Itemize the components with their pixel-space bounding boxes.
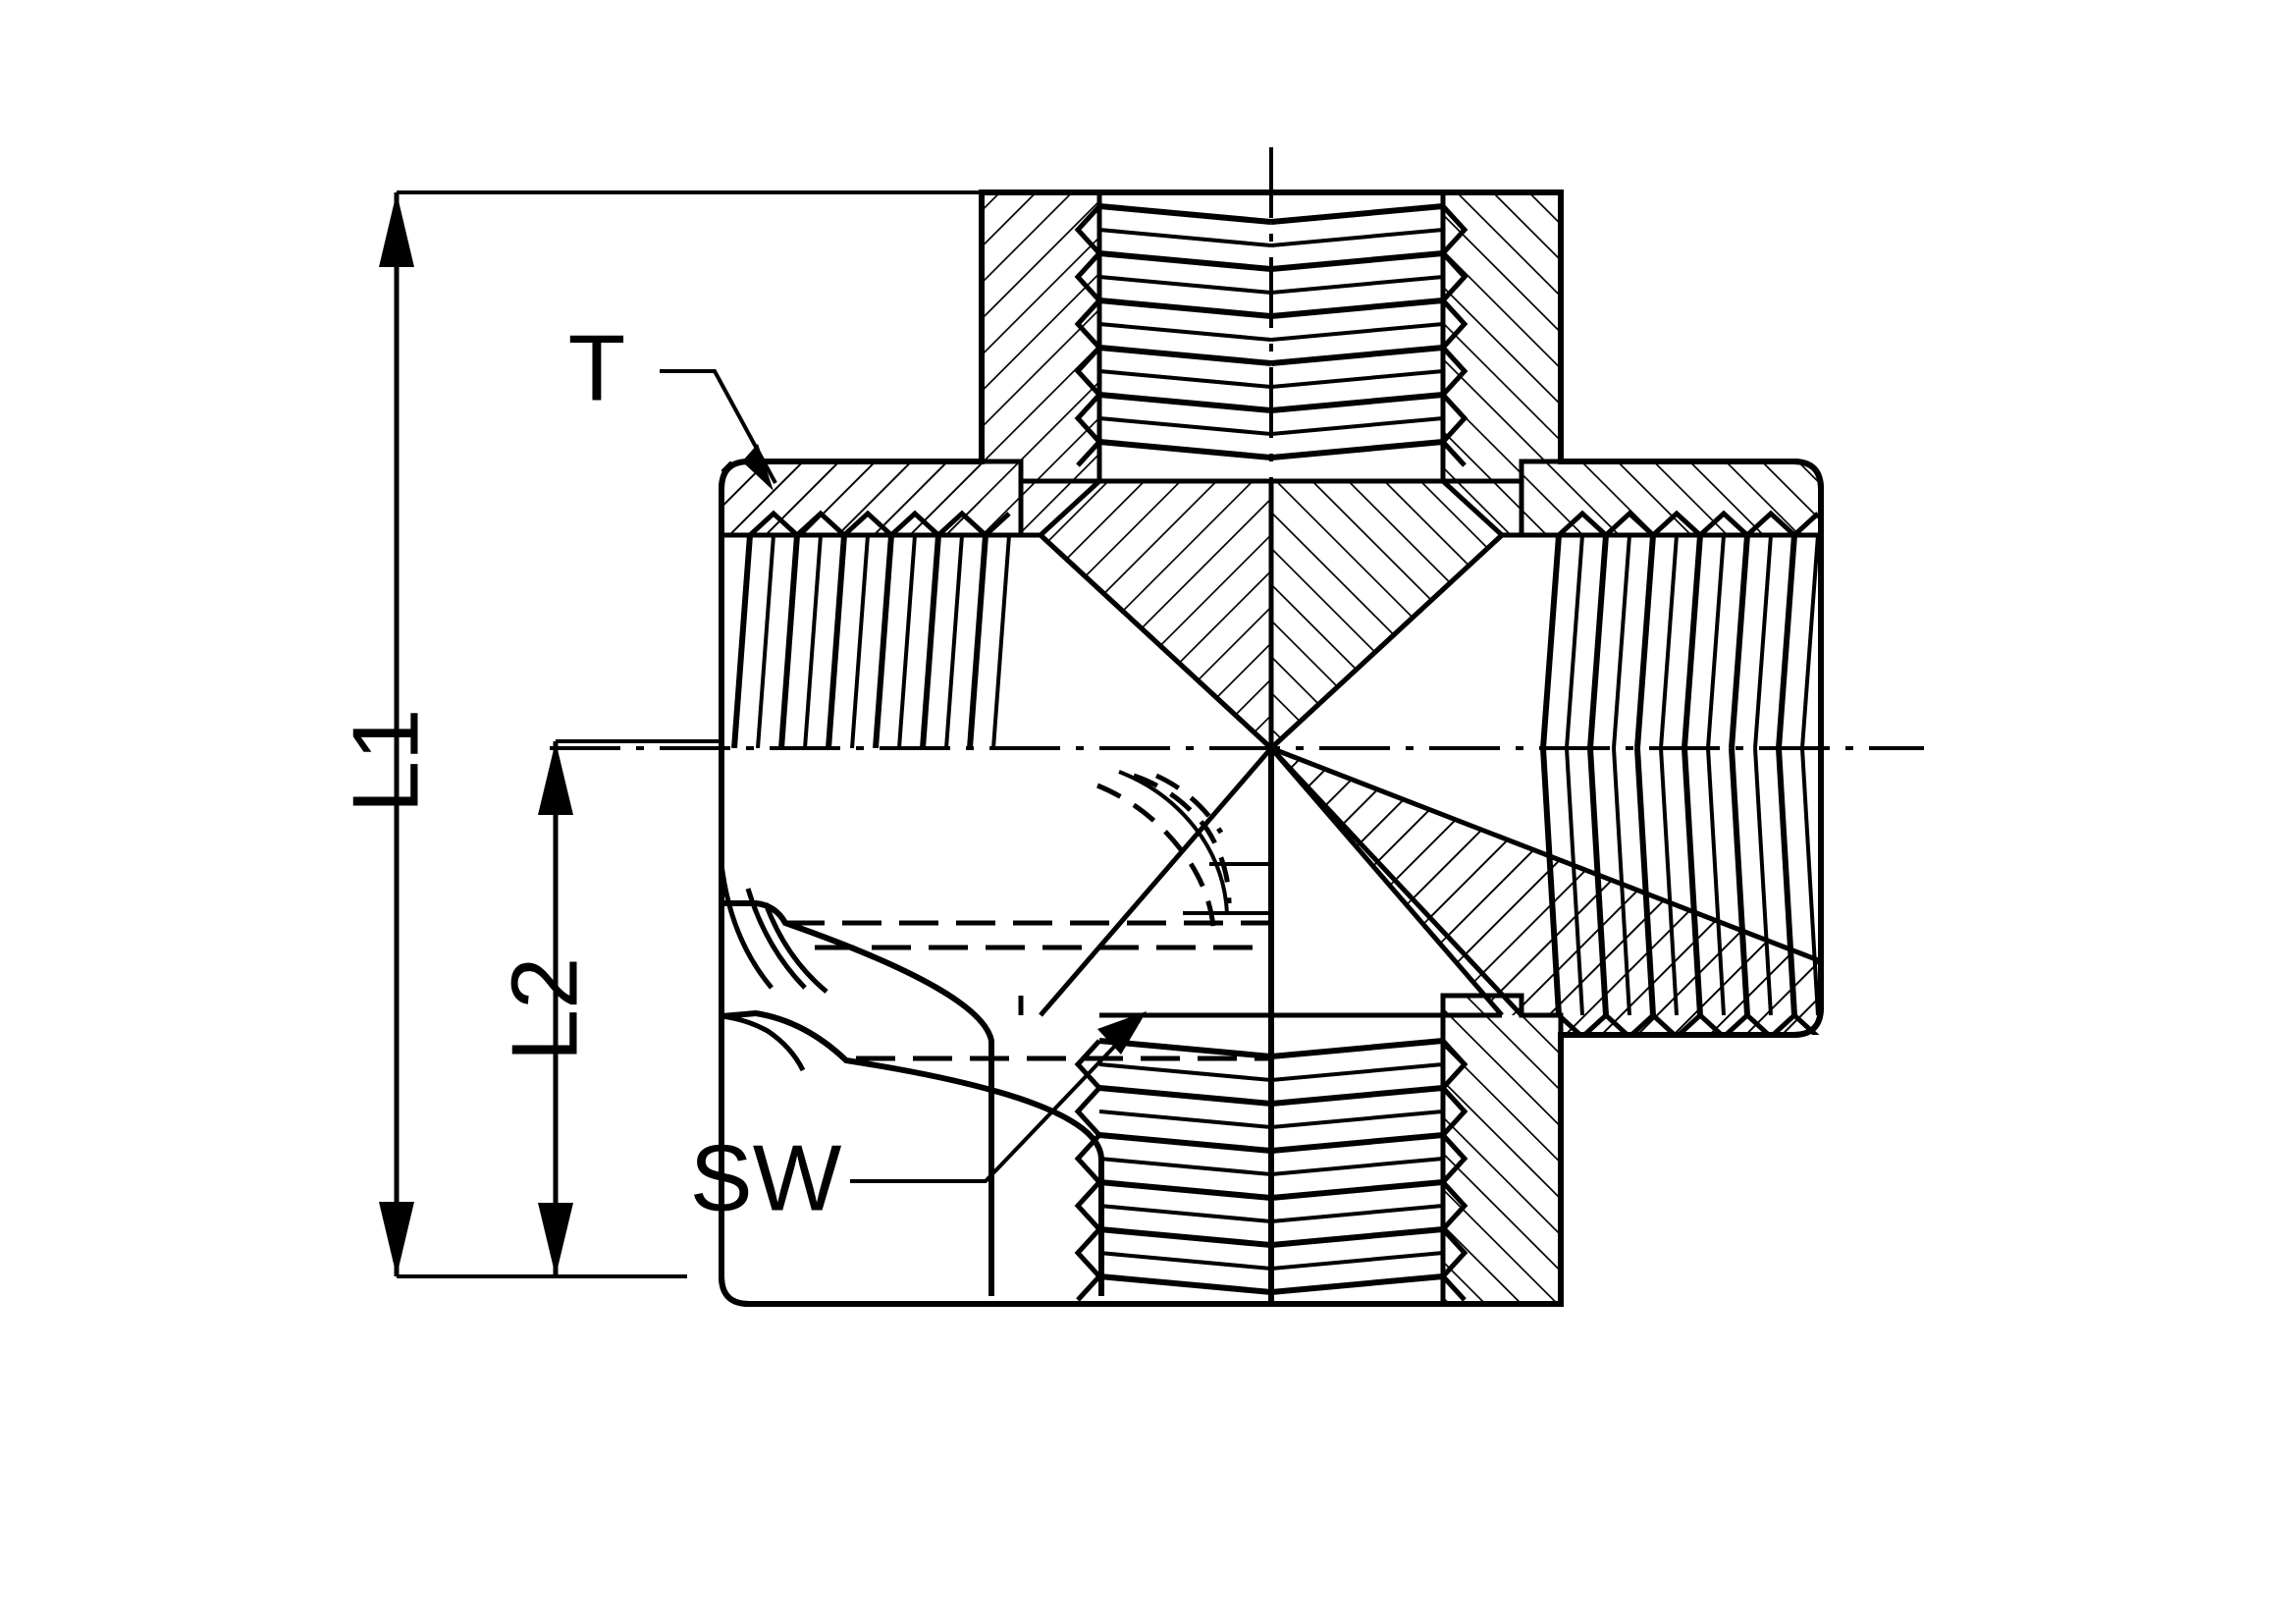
sw-label: SW [690, 1125, 842, 1230]
l1-label: L1 [333, 709, 438, 814]
centerlines-group [550, 147, 1924, 756]
t-leader-arrow [742, 444, 774, 491]
t-label: T [568, 315, 626, 420]
thread-left-port-upper [731, 510, 1011, 748]
hidden-elbow-detail [721, 770, 1271, 1296]
thread-right-port-upper [1540, 510, 1820, 748]
l2-arrow-top [538, 741, 573, 815]
sw-leader-arrow [1097, 1011, 1147, 1055]
leader-t: T [568, 315, 777, 491]
l1-arrow-bottom [379, 1202, 414, 1276]
sw-leader-line [850, 1019, 1141, 1183]
dimension-l2: L2 [492, 739, 721, 1278]
thread-bottom-port-right [1271, 1038, 1468, 1302]
l2-label: L2 [492, 957, 597, 1062]
l1-arrow-top [379, 192, 414, 267]
t-leader-line [660, 369, 777, 484]
outer-silhouette-overlay [719, 189, 1824, 1307]
dimension-l1: L1 [333, 190, 982, 1278]
thread-top-port-right [1271, 203, 1468, 467]
lower-left-quadrant-outline [721, 748, 1271, 1304]
thread-bottom-port-left [1074, 1038, 1271, 1302]
leader-sw: SW [690, 1011, 1147, 1230]
fitting-body-group [719, 189, 1824, 1307]
thread-top-port-left [1074, 203, 1271, 467]
l2-arrow-bottom [538, 1203, 573, 1276]
